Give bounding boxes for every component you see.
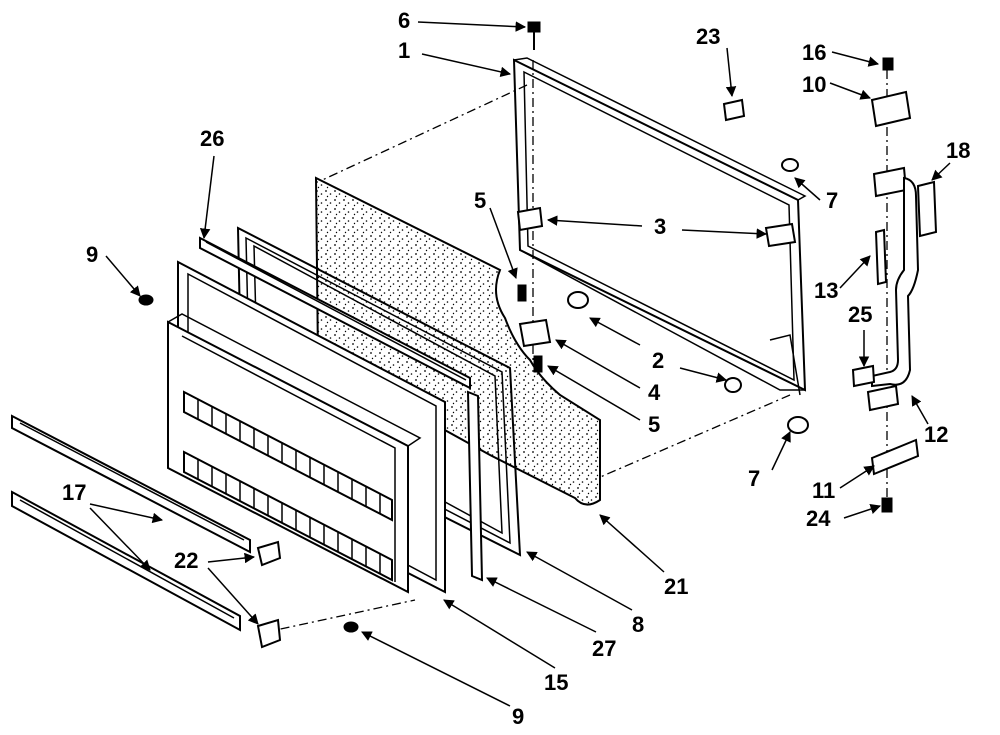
trim-strip-lower — [11, 490, 241, 632]
callout-6: 6 — [398, 8, 410, 33]
callout-15: 15 — [544, 670, 568, 695]
trim-strip-upper — [11, 414, 251, 554]
callout-1: 1 — [398, 38, 410, 63]
callout-17: 17 — [62, 480, 86, 505]
screws-9 — [138, 294, 359, 633]
callout-26: 26 — [200, 126, 224, 151]
end-caps — [256, 540, 282, 649]
callout-18: 18 — [946, 138, 970, 163]
outer-door-panel — [512, 57, 807, 396]
callout-13: 13 — [814, 278, 838, 303]
callout-9-left: 9 — [86, 242, 98, 267]
callout-10: 10 — [802, 72, 826, 97]
handle-assembly — [722, 57, 938, 513]
callout-5-upper: 5 — [474, 188, 486, 213]
callout-labels: 1 2 3 4 5 5 6 7 7 8 9 9 10 11 12 13 15 1… — [62, 8, 970, 729]
callout-16: 16 — [802, 40, 826, 65]
callout-7-upper: 7 — [826, 188, 838, 213]
callout-21: 21 — [664, 574, 688, 599]
callout-12: 12 — [924, 422, 948, 447]
callout-5-lower: 5 — [648, 412, 660, 437]
callout-3: 3 — [654, 214, 666, 239]
callout-2: 2 — [652, 348, 664, 373]
leader-lines — [89, 21, 951, 707]
callout-22: 22 — [174, 548, 198, 573]
callout-24: 24 — [806, 506, 831, 531]
door-shelves — [183, 390, 393, 582]
breaker-strip — [199, 236, 471, 390]
callout-11: 11 — [812, 478, 835, 503]
callout-27: 27 — [592, 636, 616, 661]
callout-8: 8 — [632, 612, 644, 637]
callout-9-bottom: 9 — [512, 704, 524, 729]
gasket-strip — [466, 390, 484, 582]
callout-25: 25 — [848, 302, 872, 327]
callout-7-lower: 7 — [748, 466, 760, 491]
panel-hardware — [516, 21, 809, 434]
callout-4: 4 — [648, 380, 661, 405]
callout-23: 23 — [696, 24, 720, 49]
